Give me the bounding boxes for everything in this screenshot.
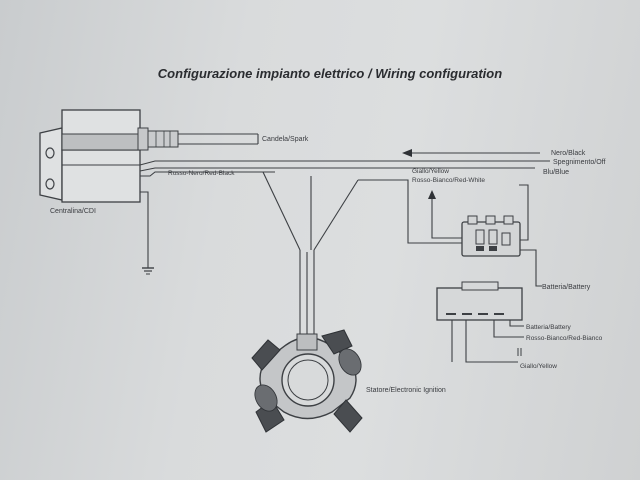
diagram-title: Configurazione impianto elettrico / Wiri… [158,66,502,81]
regulator-wires [405,179,542,287]
rosso-bianco-top-label: Rosso-Bianco/Red-White [412,177,485,184]
spark-plug-lead [178,133,259,145]
cdi-unit [39,109,179,203]
cdi-label: Centralina/CDI [50,208,96,215]
black-wire-label: Nero/Black [551,150,586,157]
spegnimento-label: Spegnimento/Off [553,159,605,166]
stator-feed-wires [262,171,405,336]
spark-label: Candela/Spark [262,136,309,143]
voltage-regulator [461,215,521,257]
stator [251,329,363,433]
cdi-output-wires [62,160,550,177]
rosso-nero-label: Rosso-Nero/Red-Black [168,170,235,177]
giallo-small-label: Giallo/Yellow [520,363,557,370]
rosso-bianco-small-label: Rosso-Bianco/Red-Bianco [526,335,603,342]
battery-small-label: Batteria/Battery [526,324,572,331]
battery-connector [436,281,523,321]
battery-connector-wires [451,320,524,363]
battery-right-label: Batteria/Battery [542,284,591,291]
ground-symbol [140,191,154,275]
stator-label: Statore/Electronic Ignition [366,387,446,394]
black-wire-arrow [402,149,540,157]
giallo-top-label: Giallo/Yellow [412,168,449,175]
blu-label: Blu/Blue [543,169,569,176]
